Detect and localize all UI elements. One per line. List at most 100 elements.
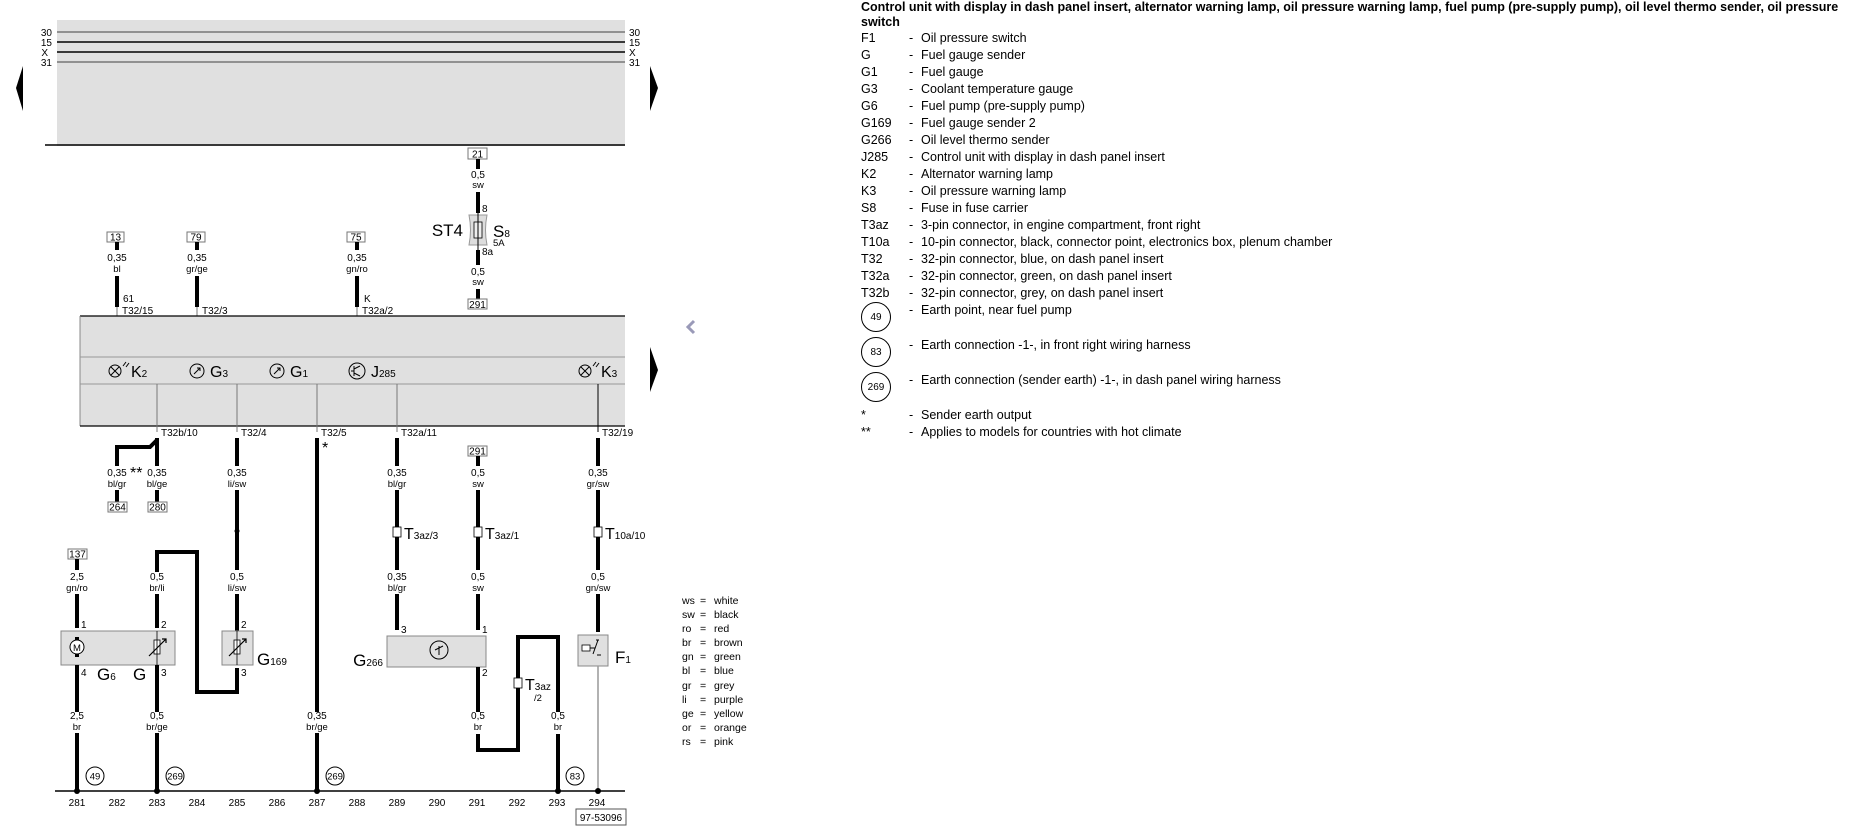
legend-item: T32-32-pin connector, blue, on dash pane…: [861, 251, 1851, 268]
component-j285: J285: [348, 362, 396, 381]
wire-t32-5: * 0,35 br/ge: [306, 438, 328, 790]
warning-lamp-icon: [578, 364, 592, 378]
legend-code: G1: [861, 65, 878, 79]
svg-text:0,35: 0,35: [107, 253, 127, 264]
gauge-icon: [189, 363, 205, 379]
svg-text:bl/ge: bl/ge: [147, 479, 168, 490]
legend-item: G169-Fuel gauge sender 2: [861, 115, 1851, 132]
pan-controls: [685, 319, 696, 335]
component-g6-g: 1 2 M 4 3 G6 G: [60, 620, 176, 684]
legend-code: T3az: [861, 218, 889, 232]
legend-item: T32b -32-pin connector, grey, on dash pan…: [861, 285, 1851, 302]
pan-left-icon[interactable]: [685, 319, 696, 335]
legend-description: 32-pin connector, grey, on dash panel in…: [921, 286, 1164, 300]
legend-dash: -: [909, 286, 914, 300]
earth-point-49: 49: [85, 766, 105, 786]
color-code-row: bl=blue: [682, 664, 747, 678]
bus-label-left: X: [41, 48, 48, 59]
svg-text:0,35: 0,35: [187, 253, 207, 264]
earth-wires: 2,5 br 0,5 br/ge: [70, 665, 168, 790]
track-number: 291: [469, 798, 486, 809]
svg-text:79: 79: [190, 233, 202, 244]
legend-item: 269-Earth connection (sender earth) -1-,…: [861, 372, 1851, 407]
color-code-row: ge=yellow: [682, 707, 747, 721]
pin-label: 8: [482, 204, 488, 215]
svg-text:264: 264: [109, 503, 126, 514]
svg-text:J285: J285: [371, 364, 396, 381]
svg-text:/2: /2: [534, 693, 542, 704]
svg-text:br: br: [474, 722, 482, 733]
svg-text:bl: bl: [113, 264, 120, 275]
track-number: 284: [189, 798, 206, 809]
svg-text:3: 3: [161, 668, 167, 679]
svg-text:2: 2: [241, 620, 247, 631]
gauge-icon: [269, 363, 285, 379]
color-code: ge: [682, 707, 694, 720]
legend-description: 10-pin connector, black, connector point…: [921, 235, 1333, 249]
color-name: grey: [714, 679, 735, 692]
legend-dash: -: [909, 31, 914, 45]
equals-sign: =: [700, 609, 707, 622]
svg-text:M: M: [73, 643, 81, 654]
svg-text:gn/ro: gn/ro: [346, 264, 368, 275]
svg-text:2,5: 2,5: [70, 572, 84, 583]
next-page-arrow-icon[interactable]: [650, 66, 658, 111]
pin-label: T32/4: [241, 428, 267, 439]
next-page-arrow-icon[interactable]: [650, 347, 658, 392]
legend-dash: -: [909, 65, 914, 79]
legend-description: Sender earth output: [921, 408, 1032, 422]
pin-label: T32b/10: [161, 428, 198, 439]
junction-dot: [74, 788, 80, 794]
legend-item: G6-Fuel pump (pre-supply pump): [861, 98, 1851, 115]
svg-text:*: *: [322, 440, 328, 457]
legend-item: G3-Coolant temperature gauge: [861, 81, 1851, 98]
previous-page-arrow-icon[interactable]: [16, 66, 23, 111]
svg-text:br/ge: br/ge: [146, 722, 168, 733]
color-name: brown: [714, 637, 743, 650]
legend-description: Earth connection (sender earth) -1-, in …: [921, 373, 1281, 387]
junction-dot: [314, 788, 320, 794]
legend-item: G1-Fuel gauge: [861, 64, 1851, 81]
svg-text:1: 1: [482, 625, 488, 636]
legend-code: F1: [861, 31, 876, 45]
bus-label-right: 15: [629, 38, 641, 49]
svg-text:0,5: 0,5: [471, 468, 485, 479]
legend-description: 32-pin connector, blue, on dash panel in…: [921, 252, 1164, 266]
color-name: purple: [714, 693, 744, 706]
ref-box: [467, 298, 488, 310]
drawing-number-box: [575, 808, 627, 826]
wire-t32b-10: 0,35 ** 0,35 bl/gr bl/ge 264 280: [107, 438, 168, 514]
legend-dash: -: [909, 408, 914, 422]
legend-code: G169: [861, 116, 892, 130]
svg-text:2: 2: [482, 668, 488, 679]
wire-291: 291 0,5 sw T3az/1 0,5 sw: [467, 445, 520, 630]
svg-text:61: 61: [123, 294, 135, 305]
ref-box-label: 291: [469, 300, 486, 311]
legend-dash: -: [909, 150, 914, 164]
drawing-number: 97-53096: [580, 813, 623, 824]
svg-text:T10a/10: T10a/10: [605, 526, 646, 543]
bus-label-left: 31: [41, 58, 53, 69]
thermo-sender-icon: [429, 640, 449, 660]
svg-text:T32/15: T32/15: [122, 306, 154, 317]
track-number: 283: [149, 798, 166, 809]
color-code-row: li=purple: [682, 693, 747, 707]
color-name: green: [714, 651, 741, 664]
equals-sign: =: [700, 623, 707, 636]
component-g1: G1: [269, 363, 308, 381]
track-number: 292: [509, 798, 526, 809]
legend-dash: -: [909, 48, 914, 62]
bus-label-left: 15: [41, 38, 53, 49]
color-code: gr: [682, 679, 692, 692]
component-legend: Control unit with display in dash panel …: [861, 0, 1851, 441]
pin-label: T32/5: [321, 428, 347, 439]
legend-code: T32b: [861, 286, 890, 300]
svg-text:83: 83: [570, 772, 581, 783]
svg-text:gn/ro: gn/ro: [66, 583, 88, 594]
legend-code: G3: [861, 82, 878, 96]
equals-sign: =: [700, 595, 707, 607]
legend-item: **-Applies to models for countries with …: [861, 424, 1851, 441]
pin-label: 8a: [482, 247, 494, 258]
